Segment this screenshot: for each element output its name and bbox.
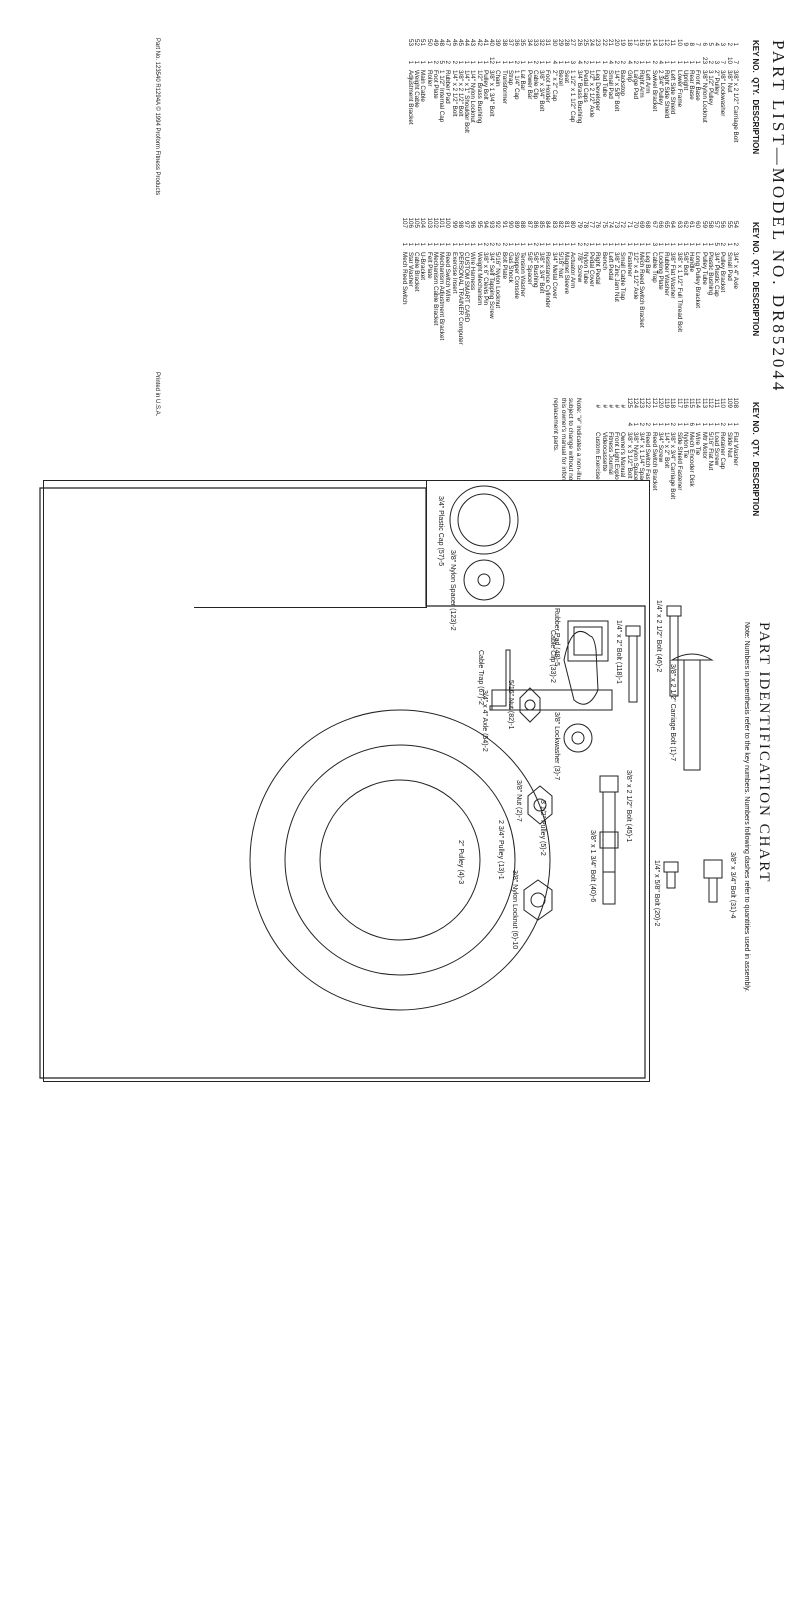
label-carriage-bolt: 3/8" x 2 1/2" Carriage Bolt (1)-7 xyxy=(669,664,676,762)
label-bolt-40: 3/8" x 1 3/4" Bolt (40)-6 xyxy=(589,830,596,903)
label-bolt-20: 1/4" x 5/8" Bolt (20)-2 xyxy=(653,860,660,927)
label-pulley-234: 2 3/4" Pulley (13)-1 xyxy=(497,820,504,880)
label-spacer: 3/8" Nylon Spacer (123)-2 xyxy=(449,550,456,631)
label-516-nut: 5/16" Nut (82)-1 xyxy=(507,680,514,730)
label-locknut: 3/8" Nylon Locknut (6)-10 xyxy=(511,870,518,950)
label-bolt-45: 3/8" x 2 1/2" Bolt (45)-1 xyxy=(625,770,632,843)
label-axle: 3/4" x 4" Axle (54)-2 xyxy=(481,690,488,752)
label-carriage-bolt-short: 3/8" x 3/4" Bolt (31)-4 xyxy=(729,852,736,919)
label-bolt-46: 1/4" x 2 1/2" Bolt (46)-2 xyxy=(655,600,662,673)
label-plastic-cap: 3/4" Plastic Cap (57)-5 xyxy=(437,496,444,567)
label-pulley-2: 2" Pulley (4)-3 xyxy=(457,840,464,885)
label-bolt-118: 1/4" x 2" Bolt (118)-1 xyxy=(615,620,622,684)
label-pulley-312: 3 1/2" Pulley (5)-2 xyxy=(539,800,546,856)
label-lockwasher: 3/8" Lockwasher (3)-7 xyxy=(553,712,560,781)
label-38-nut: 3/8" Nut (2)-7 xyxy=(515,780,522,822)
label-rubber-pad: Rubber Pad (48)-5 xyxy=(553,608,560,666)
